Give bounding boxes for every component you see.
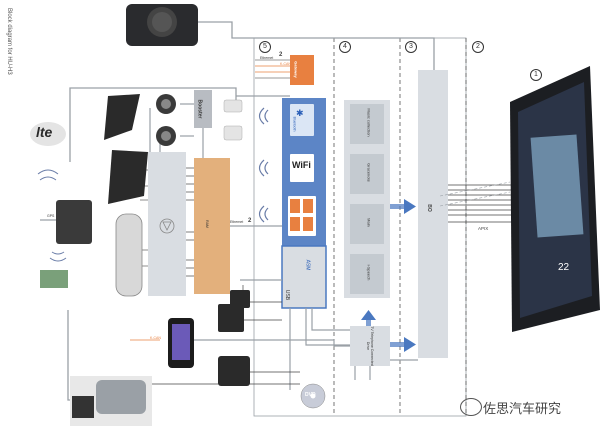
ram-label: RAM xyxy=(204,220,209,228)
apix-label: APIX xyxy=(478,226,489,231)
watermark-text: 佐思汽车研究 xyxy=(483,401,562,416)
bluetooth-label: Bluetooth xyxy=(292,116,297,132)
gps-board xyxy=(40,270,68,288)
main-label: Main xyxy=(366,218,372,227)
usb-hub-1 xyxy=(218,304,244,332)
ethernet-label-top: Ethernet xyxy=(260,56,274,60)
ispeech-label: i-Speech xyxy=(366,264,372,281)
midrange-panel xyxy=(108,150,148,204)
kcan-phone-label: K-CAN xyxy=(150,336,161,340)
lte-cloud xyxy=(30,122,66,146)
zone-number-1: 1 xyxy=(530,69,542,81)
door-panel xyxy=(115,213,143,297)
tv-label: TV Telephone Connected Drive xyxy=(366,326,374,366)
booster-box xyxy=(194,90,212,128)
ram-block xyxy=(194,158,230,294)
gracenote-label: Gracenote xyxy=(366,163,372,182)
watermark-logo xyxy=(460,398,482,416)
wireless-waves xyxy=(258,107,269,223)
music-collection-label: Music collection xyxy=(366,108,372,137)
dvd-label: DVD xyxy=(305,392,316,398)
bo-label: BO xyxy=(425,204,432,212)
tv-box xyxy=(350,326,390,366)
lte-label: lte xyxy=(36,124,53,140)
usb-label: USB xyxy=(284,289,291,301)
gateway-box xyxy=(290,55,314,85)
gateway-label: Gateway xyxy=(293,61,299,78)
gps-module xyxy=(56,200,92,244)
data-arrows xyxy=(361,199,416,352)
zone-number-5: 5 xyxy=(259,41,271,53)
ethernet-count-top: 2 xyxy=(279,52,283,58)
bo-bar xyxy=(418,70,448,358)
ethernet-label-mid: Ethernet xyxy=(230,220,244,224)
booster-label: Booster xyxy=(196,99,203,119)
kcan-label-top: K-CAN xyxy=(280,62,291,66)
display-time: 22 xyxy=(558,262,570,273)
tweeter-left xyxy=(104,94,140,140)
apix-lines xyxy=(448,184,520,223)
zone-number-3: 3 xyxy=(405,41,417,53)
ethernet-count-mid: 2 xyxy=(248,218,252,224)
asm-label: ASM xyxy=(304,259,311,271)
mux-block xyxy=(148,152,186,296)
page-title: Block diagram for HU-H3 xyxy=(6,8,12,75)
gps-label: GPS xyxy=(47,214,55,218)
zone-number-4: 4 xyxy=(339,41,351,53)
usb-device xyxy=(230,290,250,308)
zone-number-2: 2 xyxy=(472,41,484,53)
bluetooth-icon: ✱ xyxy=(296,108,304,118)
usb-asm-block xyxy=(281,245,327,309)
wifi-label: WiFi xyxy=(292,160,311,170)
usb-hub-2 xyxy=(218,356,250,386)
